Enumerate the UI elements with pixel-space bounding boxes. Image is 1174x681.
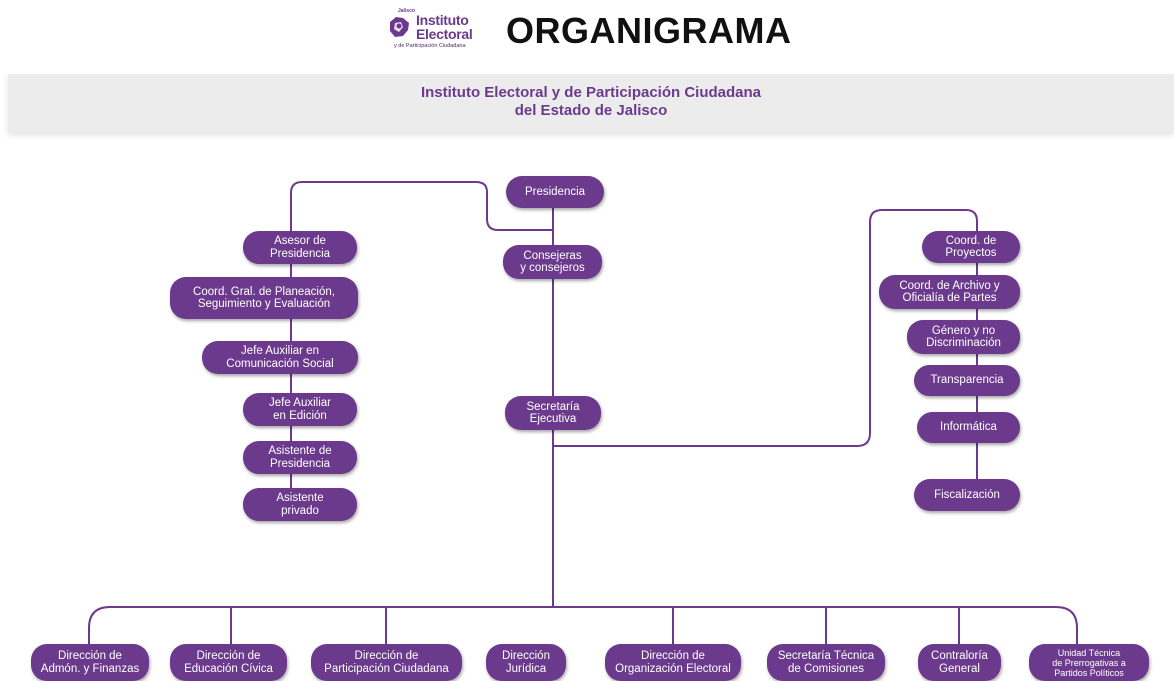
node-coord-gral: Coord. Gral. de Planeación, Seguimiento … [170,277,358,319]
node-dir-educacion: Dirección de Educación Cívica [170,644,287,681]
node-consejeros: Consejeras y consejeros [503,245,602,279]
node-presidencia: Presidencia [506,176,604,208]
node-asesor-presidencia: Asesor de Presidencia [243,231,357,264]
logo-small-text: Jalisco [398,8,415,14]
node-unidad-tecnica: Unidad Técnica de Prerrogativas a Partid… [1029,644,1149,681]
node-asistente-privado: Asistente privado [243,488,357,521]
banner-line2: del Estado de Jalisco [514,102,668,119]
node-genero: Género y no Discriminación [907,320,1020,354]
connector-right-branch [553,209,978,495]
node-fiscalizacion: Fiscalización [914,479,1020,511]
node-dir-participacion: Dirección de Participación Ciudadana [311,644,462,681]
logo-subtext: y de Participación Ciudadana [394,43,466,49]
header: Jalisco Instituto Electoral y de Partici… [0,0,1174,68]
institute-logo: Jalisco Instituto Electoral y de Partici… [386,8,486,54]
node-dir-juridica: Dirección Jurídica [486,644,566,681]
node-transparencia: Transparencia [914,365,1020,396]
node-dir-admon: Dirección de Admón. y Finanzas [31,644,149,681]
logo-line1: Instituto [416,12,469,28]
node-sec-tecnica: Secretaría Técnica de Comisiones [767,644,885,681]
jalisco-map-icon [390,17,409,37]
connector-bottom-bar [88,606,1078,650]
node-secretaria-ejecutiva: Secretaría Ejecutiva [505,396,601,430]
banner-line1: Instituto Electoral y de Participación C… [420,84,762,101]
node-jefe-edicion: Jefe Auxiliar en Edición [243,393,357,426]
connector-presidencia-left [290,181,554,505]
node-informatica: Informática [917,412,1020,443]
logo-line2: Electoral [416,26,473,42]
node-coord-proyectos: Coord. de Proyectos [922,231,1020,263]
node-dir-organizacion: Dirección de Organización Electoral [605,644,741,681]
node-coord-archivo: Coord. de Archivo y Oficialía de Partes [879,275,1020,309]
node-contraloria: Contraloría General [918,644,1001,681]
institution-banner: Instituto Electoral y de Participación C… [8,74,1174,132]
page-title: ORGANIGRAMA [506,10,792,51]
node-asistente-presidencia: Asistente de Presidencia [243,441,357,474]
node-jefe-comunicacion: Jefe Auxiliar en Comunicación Social [202,341,358,374]
